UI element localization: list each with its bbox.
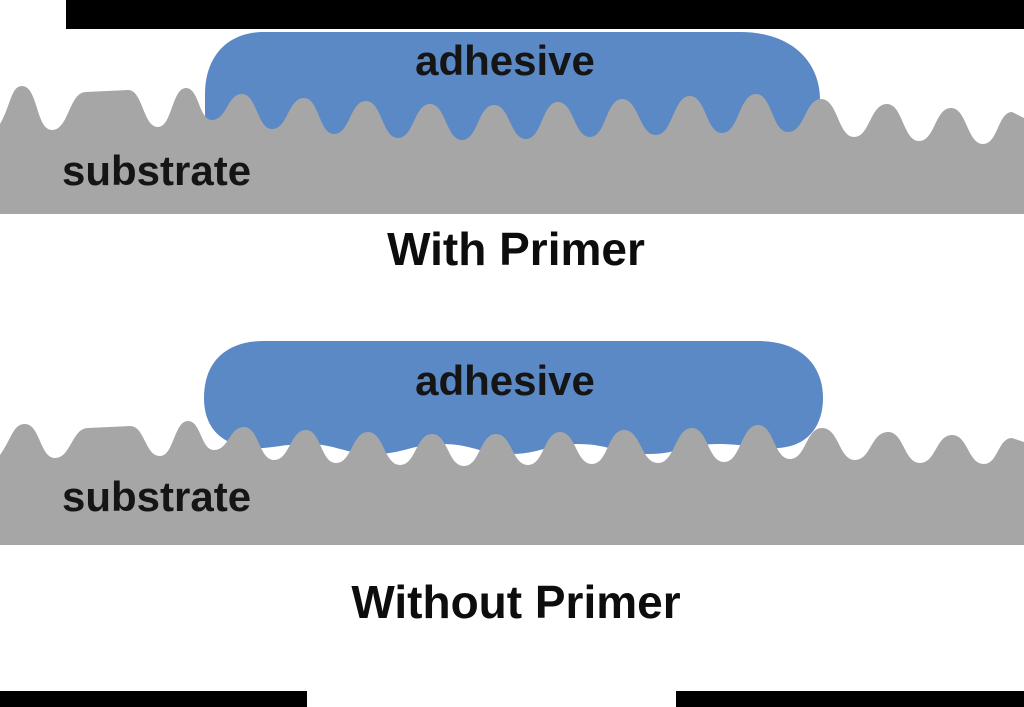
substrate-label: substrate: [62, 473, 252, 520]
substrate-label: substrate: [62, 147, 252, 194]
adhesive-label: adhesive: [415, 357, 595, 404]
adhesive-label: adhesive: [415, 37, 595, 84]
bottom-right-crop-bar: [676, 691, 1024, 707]
panel-caption-with-primer: With Primer: [387, 223, 645, 275]
panel-caption-without-primer: Without Primer: [351, 576, 681, 628]
panel-with-primer-graphic: [0, 32, 1024, 214]
panel-without-primer-graphic: [0, 341, 1024, 545]
substrate-shape-with-primer: [0, 86, 1024, 214]
substrate-shape-without-primer: [0, 421, 1024, 545]
adhesive-blob-without-primer: [204, 341, 823, 454]
top-crop-bar: [66, 0, 1024, 29]
bottom-left-crop-bar: [0, 691, 307, 707]
